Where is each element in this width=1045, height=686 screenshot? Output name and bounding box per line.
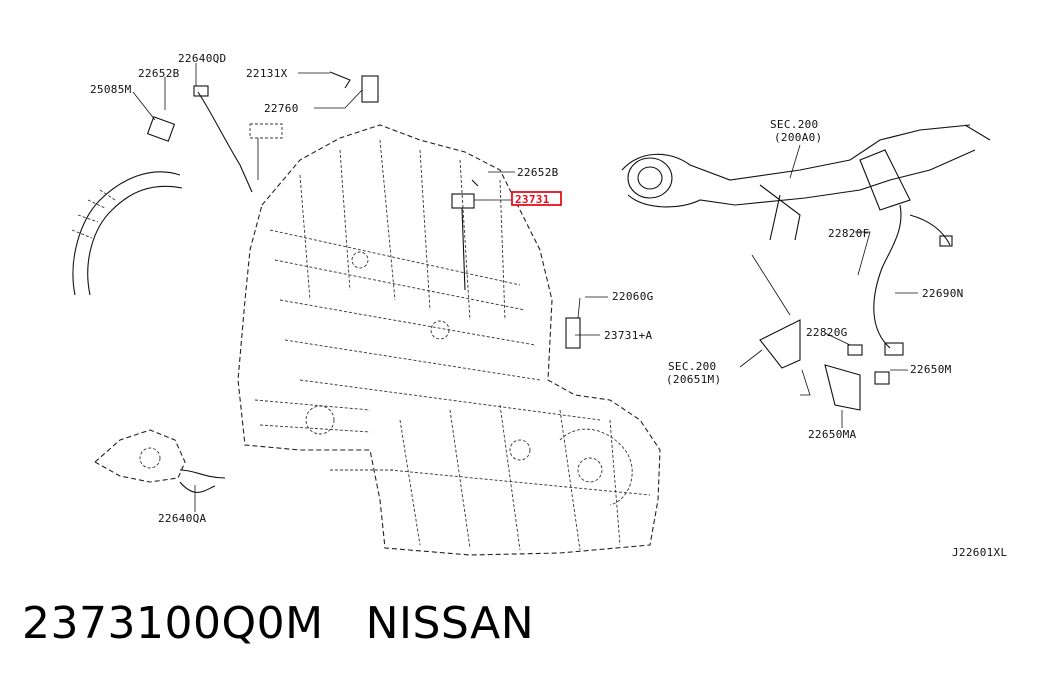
label-22650M[interactable]: 22650M xyxy=(910,363,952,376)
engine-block-illustration xyxy=(237,124,661,556)
figure-code: J22601XL xyxy=(952,546,1007,559)
label-23731-highlighted[interactable]: 23731 xyxy=(515,193,550,206)
label-22690N[interactable]: 22690N xyxy=(922,287,964,300)
parts-diagram: 22640QD 22652B 25085M 22131X 22760 22652… xyxy=(71,52,1007,559)
sensor-illustration xyxy=(329,71,581,349)
leader-lines xyxy=(132,63,918,512)
sensor-wire-illustration xyxy=(193,85,283,193)
label-sec200-top-code[interactable]: (200A0) xyxy=(774,131,822,144)
exhaust-pipe-illustration xyxy=(621,124,991,349)
label-22652B-top[interactable]: 22652B xyxy=(138,67,180,80)
brand-name: NISSAN xyxy=(365,598,535,649)
label-23731A[interactable]: 23731+A xyxy=(604,329,653,342)
label-22640QA[interactable]: 22640QA xyxy=(158,512,207,525)
label-22650MA[interactable]: 22650MA xyxy=(808,428,857,441)
label-22131X[interactable]: 22131X xyxy=(246,67,288,80)
part-caption: 2373100Q0M NISSAN xyxy=(22,598,534,649)
label-25085M[interactable]: 25085M xyxy=(90,83,132,96)
label-sec200-top[interactable]: SEC.200 xyxy=(770,118,818,131)
highlight-box-23731 xyxy=(511,191,562,206)
label-22820F[interactable]: 22820F xyxy=(828,227,870,240)
hose-illustration xyxy=(71,116,183,296)
label-sec200-bottom-code[interactable]: (20651M) xyxy=(666,373,721,386)
label-22060G[interactable]: 22060G xyxy=(612,290,654,303)
bracket-illustration xyxy=(751,254,904,411)
label-22760[interactable]: 22760 xyxy=(264,102,299,115)
label-22820G[interactable]: 22820G xyxy=(806,326,848,339)
label-22652B-mid[interactable]: 22652B xyxy=(517,166,559,179)
label-sec200-bottom[interactable]: SEC.200 xyxy=(668,360,716,373)
part-number: 2373100Q0M xyxy=(22,598,324,649)
label-22640QD[interactable]: 22640QD xyxy=(178,52,226,65)
oil-pump-cover-illustration xyxy=(94,429,226,493)
callout-labels: 22640QD 22652B 25085M 22131X 22760 22652… xyxy=(90,52,1007,559)
